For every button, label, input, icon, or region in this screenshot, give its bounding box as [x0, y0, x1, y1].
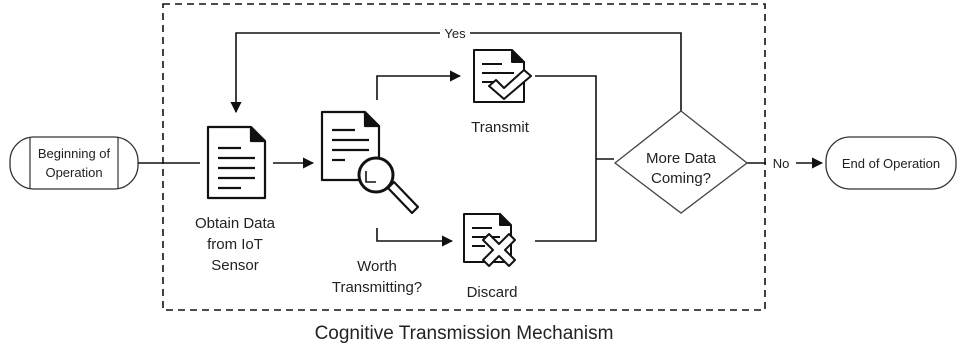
edge-to-discard — [376, 228, 454, 247]
yes-label: Yes — [444, 26, 466, 41]
end-terminal: End of Operation — [825, 136, 957, 190]
decision-diamond: More Data Coming? — [613, 110, 749, 214]
edge-transmit-to-merge — [535, 75, 597, 242]
end-label: End of Operation — [842, 156, 940, 171]
mechanism-container — [162, 3, 766, 311]
obtain-label-line1: Obtain Data — [195, 215, 276, 232]
worth-label-line1: Worth — [357, 258, 397, 275]
document-cross-icon — [463, 213, 516, 267]
decision-label-line1: More Data — [646, 150, 717, 167]
document-icon — [206, 125, 267, 200]
worth-label-line2: Transmitting? — [332, 279, 422, 296]
start-label-line2: Operation — [45, 165, 102, 180]
document-check-icon — [473, 49, 532, 103]
obtain-label-line2: from IoT — [207, 236, 263, 253]
edge-to-transmit — [376, 70, 462, 100]
document-search-icon — [320, 110, 420, 215]
start-label-line1: Beginning of — [38, 146, 111, 161]
discard-label: Discard — [467, 284, 518, 301]
decision-label-line2: Coming? — [651, 170, 711, 187]
no-label: No — [773, 156, 790, 171]
container-caption: Cognitive Transmission Mechanism — [315, 323, 614, 344]
start-terminal: Beginning of Operation — [9, 136, 139, 190]
edge-yes-loop — [230, 32, 682, 114]
obtain-label-line3: Sensor — [211, 257, 259, 274]
transmit-label: Transmit — [471, 119, 530, 136]
